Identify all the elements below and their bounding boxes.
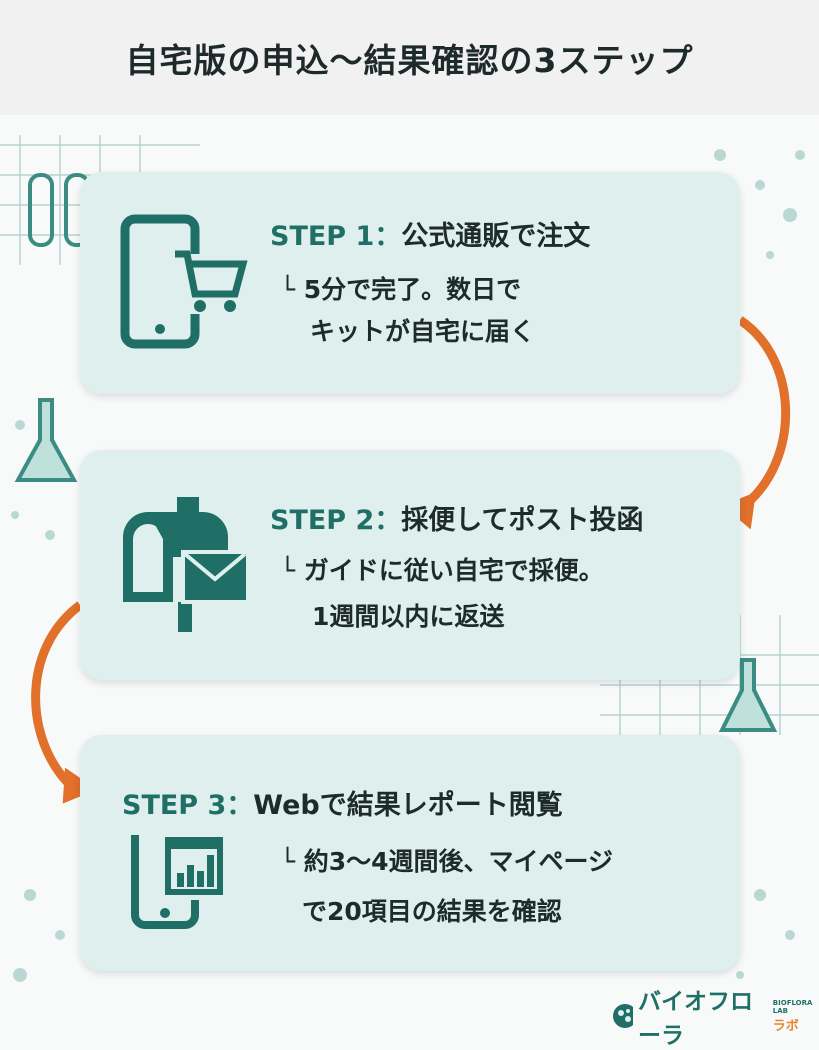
arrow-head-icon <box>62 767 98 804</box>
step-description-line1: └ ガイドに従い自宅で採便。 <box>280 556 604 585</box>
smartphone-chart-icon <box>131 835 223 929</box>
step-card-2: STEP 2：採便してポスト投函 └ ガイドに従い自宅で採便。 1週間以内に返送 <box>80 450 740 680</box>
header: 自宅版の申込〜結果確認の3ステップ <box>0 0 819 115</box>
flask-icon <box>14 398 778 732</box>
step-description-line2: キットが自宅に届く <box>310 317 536 346</box>
step-card-3: STEP 3：Webで結果レポート閲覧 └ 約3〜4週間後、マイページ で20項… <box>80 735 740 971</box>
smartphone-cart-icon <box>120 214 248 349</box>
step-description-line2: で20項目の結果を確認 <box>302 897 562 926</box>
step-title: STEP 2：採便してポスト投函 <box>270 505 644 536</box>
step-title: STEP 1：公式通販で注文 <box>270 221 591 252</box>
step-description-line1: └ 約3〜4週間後、マイページ <box>280 847 614 876</box>
step-description-line2: 1週間以内に返送 <box>312 602 505 631</box>
background-decoration <box>0 135 819 982</box>
arrow-step2-to-step3 <box>31 601 83 789</box>
flow-arrows <box>31 316 791 804</box>
arrow-step1-to-step2 <box>737 316 791 509</box>
step-title: STEP 3：Webで結果レポート閲覧 <box>122 790 563 821</box>
page-title: 自宅版の申込〜結果確認の3ステップ <box>125 40 694 80</box>
step-card-1: STEP 1：公式通販で注文 └ 5分で完了。数日で キットが自宅に届く <box>80 172 740 394</box>
step-description-line1: └ 5分で完了。数日で <box>280 275 522 304</box>
mailbox-envelope-icon <box>123 497 250 632</box>
bacteria-logo-icon <box>613 1004 633 1028</box>
